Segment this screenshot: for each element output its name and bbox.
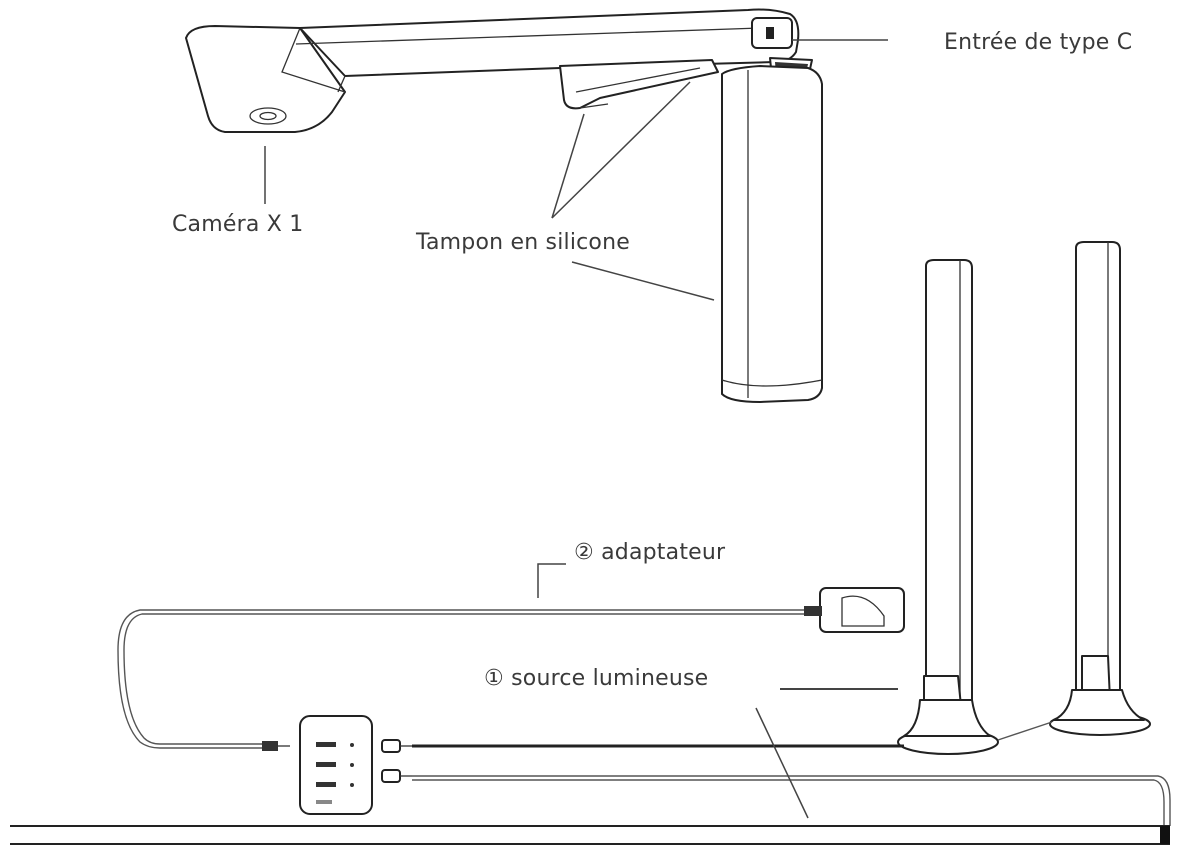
light-bar-right <box>1049 241 1151 736</box>
scanner-arm <box>185 8 823 403</box>
bottom-leader-lines <box>537 563 898 819</box>
light-bar-left <box>897 259 999 755</box>
silicone-pad-bracket <box>559 59 719 110</box>
control-box <box>299 715 373 815</box>
scanner-post <box>721 65 823 403</box>
dc-plug <box>262 741 278 751</box>
label-silicone-pad: Tampon en silicone <box>416 230 630 255</box>
light-cables <box>381 739 1171 826</box>
adapter-cable <box>117 609 804 749</box>
label-type-c-input: Entrée de type C <box>944 30 1133 55</box>
light-bar-link-cable <box>997 721 1053 741</box>
arm-leader-lines <box>264 39 888 301</box>
label-adapter: ② adaptateur <box>574 540 726 565</box>
power-adapter <box>804 587 905 633</box>
table-surface <box>10 825 1170 845</box>
camera-lens-icon <box>249 107 287 125</box>
label-light-source: ① source lumineuse <box>484 666 709 691</box>
label-camera: Caméra X 1 <box>172 212 304 237</box>
